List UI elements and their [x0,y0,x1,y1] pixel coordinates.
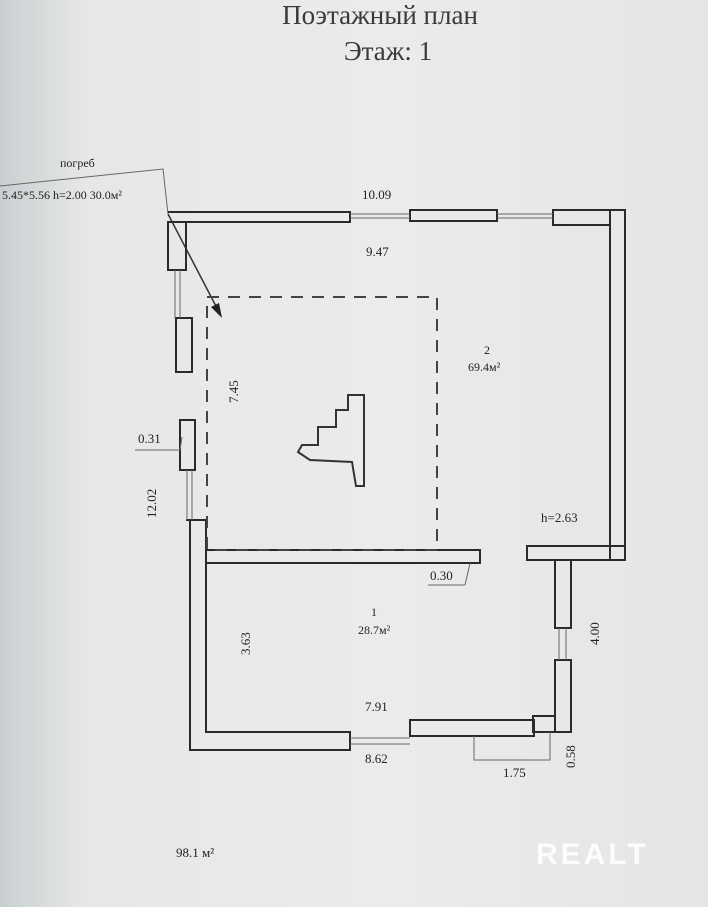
cellar-label: погреб [60,156,95,170]
total-area: 98.1 м² [176,845,214,860]
dim-upper-height: 7.45 [226,380,241,403]
cellar-spec: 5.45*5.56 h=2.00 30.0м² [2,188,122,202]
stairs-icon [296,394,365,487]
dim-bottom-inner: 7.91 [365,699,388,714]
cellar-leader-line [0,168,169,215]
realt-watermark-logo: REALT [536,838,649,871]
cellar-arrow [167,213,220,313]
dim-left-wall: 0.31 [138,431,161,446]
dim-total-height: 12.02 [144,489,159,518]
dim-right-step: 4.00 [587,622,602,645]
plan-title: Поэтажный план [282,0,478,30]
dim-partition: 0.30 [430,568,453,583]
dim-bottom-outer: 8.62 [365,751,388,766]
room-1-area: 28.7м² [358,623,391,637]
dim-top-inner: 9.47 [366,244,389,259]
dim-lower-height: 3.63 [238,632,253,655]
cellar-arrow-head [211,303,222,318]
room-2-number: 2 [484,343,490,357]
room-2-area: 69.4м² [468,360,501,374]
room-1-number: 1 [371,605,377,619]
dim-porch-width: 1.75 [503,765,526,780]
walls [167,209,626,761]
cellar-outline [206,296,438,551]
floor-label: Этаж: 1 [344,36,432,66]
ceiling-height: h=2.63 [541,510,578,525]
dim-top-outer: 10.09 [362,187,391,202]
dim-porch-depth: 0.58 [563,745,578,768]
